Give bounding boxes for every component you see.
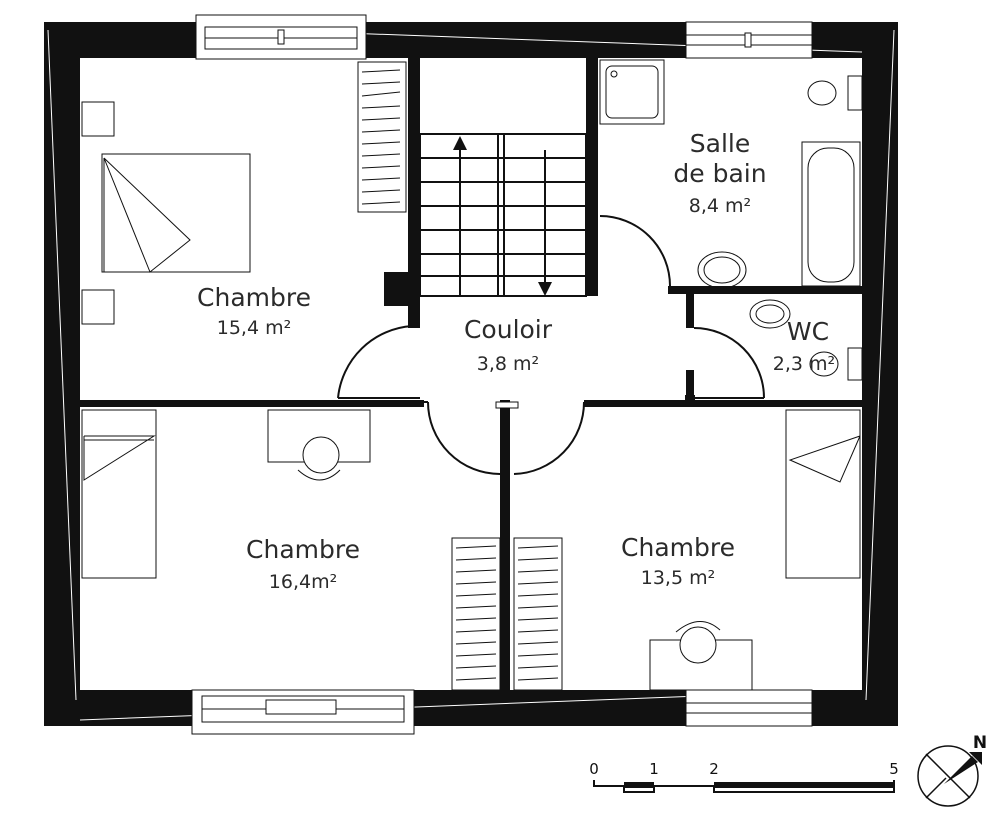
room-area-salle-de-bain: 8,4 m² xyxy=(689,195,751,217)
desk-se xyxy=(649,621,753,691)
room-area-wc: 2,3 m² xyxy=(773,353,835,375)
scale-tick-1: 1 xyxy=(649,760,659,778)
window-top-left xyxy=(195,14,367,60)
room-label-salle-de-bain-line1: Salle xyxy=(690,129,750,158)
room-label-salle-de-bain-line2: de bain xyxy=(673,159,766,188)
staircase xyxy=(419,133,587,297)
compass-north-needle xyxy=(938,756,978,790)
compass-circle xyxy=(917,745,979,807)
bed-sw xyxy=(81,409,157,579)
north-compass: N xyxy=(917,733,987,807)
bathtub xyxy=(801,141,861,287)
room-label-chambre-sw: Chambre xyxy=(246,535,360,564)
scale-bar: 0 1 2 5 xyxy=(589,760,899,793)
room-area-chambre-nw: 15,4 m² xyxy=(217,317,291,339)
window-top-right xyxy=(685,21,813,59)
scale-tick-0: 0 xyxy=(589,760,599,778)
wc-fixtures xyxy=(749,299,863,381)
bed-nw xyxy=(81,101,251,325)
bed-se xyxy=(785,409,861,579)
room-label-wc: WC xyxy=(787,317,829,346)
compass-cross-line xyxy=(925,753,971,799)
room-label-chambre-se: Chambre xyxy=(621,533,735,562)
room-labels: Chambre 15,4 m² Couloir 3,8 m² Salle de … xyxy=(197,129,835,593)
window-bottom-left xyxy=(191,689,415,735)
scale-tick-5: 5 xyxy=(889,760,899,778)
room-area-chambre-se: 13,5 m² xyxy=(641,567,715,589)
room-label-chambre-nw: Chambre xyxy=(197,283,311,312)
wardrobe-bottom-right xyxy=(513,537,563,691)
shower xyxy=(599,59,665,125)
room-label-couloir: Couloir xyxy=(464,315,553,344)
wardrobe-bottom-left xyxy=(451,537,501,691)
sink-bath xyxy=(697,251,747,289)
doors xyxy=(337,215,765,475)
toilet-bath xyxy=(807,75,863,111)
north-label: N xyxy=(973,733,987,753)
room-area-couloir: 3,8 m² xyxy=(477,353,539,375)
wardrobe-top xyxy=(357,61,407,213)
window-bottom-right xyxy=(685,689,813,727)
desk-sw xyxy=(267,409,371,481)
interior-walls xyxy=(80,58,862,690)
stair-arrows xyxy=(453,136,552,296)
room-area-chambre-sw: 16,4m² xyxy=(269,571,337,593)
scale-tick-2: 2 xyxy=(709,760,719,778)
